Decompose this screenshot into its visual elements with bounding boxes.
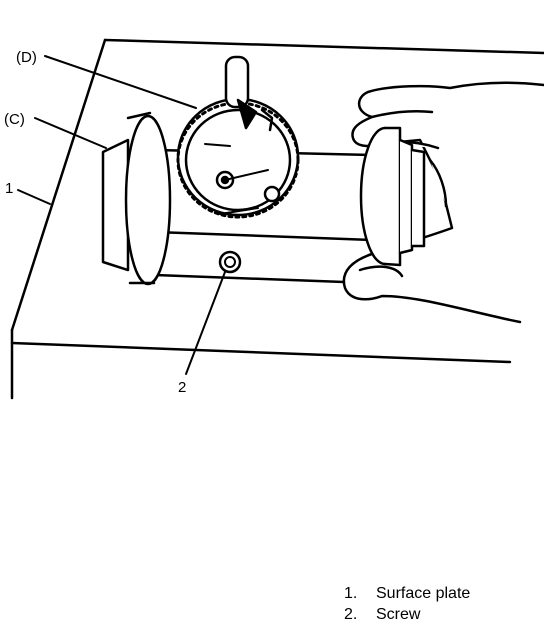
callout-1-label: 1 [5, 180, 13, 197]
screw [218, 250, 242, 274]
legend-item-2-text: Screw [376, 606, 421, 623]
callout-d-label: (D) [16, 49, 37, 66]
legend-item-1-text: Surface plate [376, 585, 470, 602]
legend: 1. Surface plate 2. Screw [344, 585, 470, 623]
surface-plate [10, 38, 544, 400]
legend-item-1-number: 1. [344, 585, 357, 602]
leader-lines [17, 55, 226, 375]
dial-indicator [176, 55, 300, 219]
callout-2-label: 2 [178, 379, 186, 396]
legend-item-2-number: 2. [344, 606, 357, 623]
right-roller [359, 126, 426, 267]
left-roller [101, 111, 172, 286]
callout-c-label: (C) [4, 111, 25, 128]
